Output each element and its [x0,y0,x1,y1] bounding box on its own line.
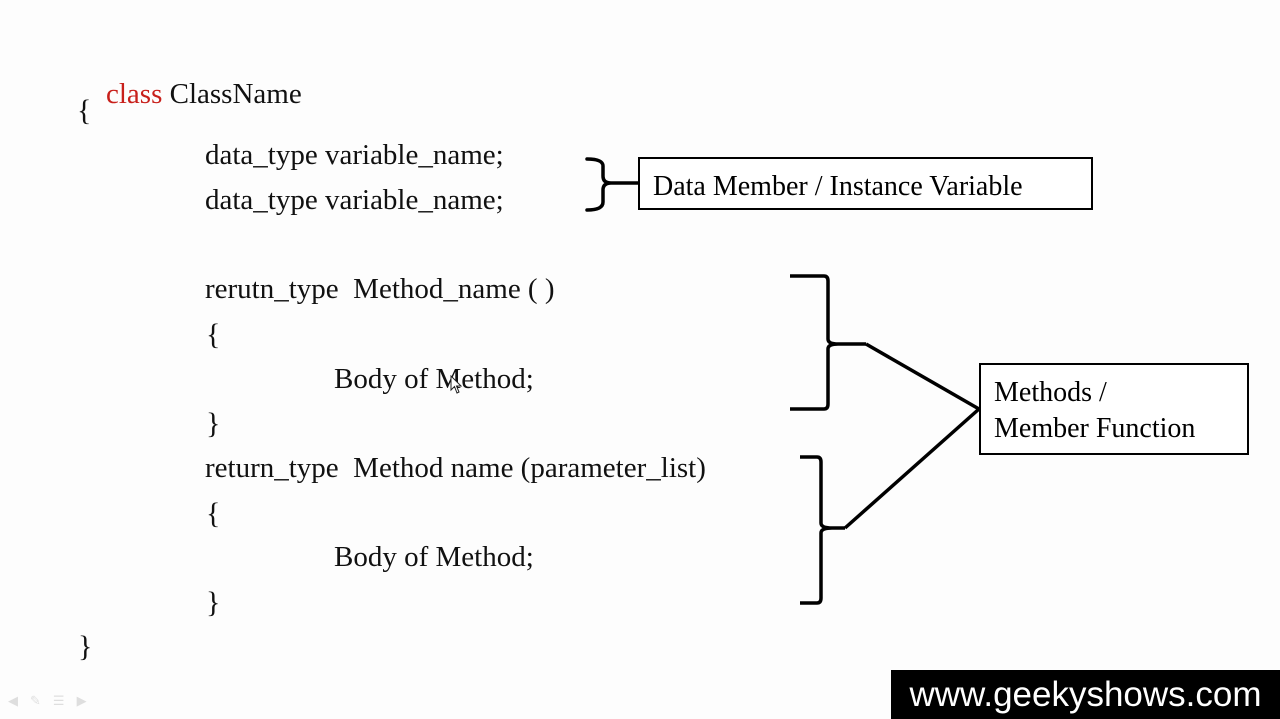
method2-connector-diag [843,407,981,530]
methods-label-box: Methods / Member Function [979,363,1249,455]
method2-body: Body of Method; [334,541,534,573]
class-declaration: class ClassName [77,51,302,138]
class-close-brace: } [78,630,93,663]
method1-close-brace: } [206,407,221,440]
variable-line-1: data_type variable_name; [205,139,504,171]
method1-bracket [790,274,839,411]
methods-label-line2: Member Function [994,413,1196,445]
data-member-label-box: Data Member / Instance Variable [638,157,1093,210]
menu-icon[interactable]: ☰ [52,694,65,709]
method1-connector-diag [865,342,980,411]
pen-icon[interactable]: ✎ [30,694,41,709]
method1-signature: rerutn_type Method_name ( ) [205,273,555,305]
class-keyword: class [106,78,163,110]
methods-label-line1: Methods / [994,377,1107,408]
variable-line-2: data_type variable_name; [205,184,504,216]
method2-open-brace: { [206,497,221,530]
method1-body: Body of Method; [334,363,534,395]
mouse-cursor-icon [450,375,462,394]
method1-open-brace: { [206,318,221,351]
class-name: ClassName [162,78,302,110]
slideshow-controls[interactable]: ◀ ✎ ☰ ▶ [8,694,87,709]
method2-close-brace: } [206,586,221,619]
watermark-banner: www.geekyshows.com [891,670,1280,719]
next-slide-icon[interactable]: ▶ [76,694,87,709]
method2-bracket [800,455,833,605]
method2-signature: return_type Method name (parameter_list) [205,452,706,484]
previous-slide-icon[interactable]: ◀ [8,694,18,709]
data-member-label: Data Member / Instance Variable [653,171,1023,202]
data-member-brace [585,157,612,212]
class-open-brace: { [77,94,92,127]
